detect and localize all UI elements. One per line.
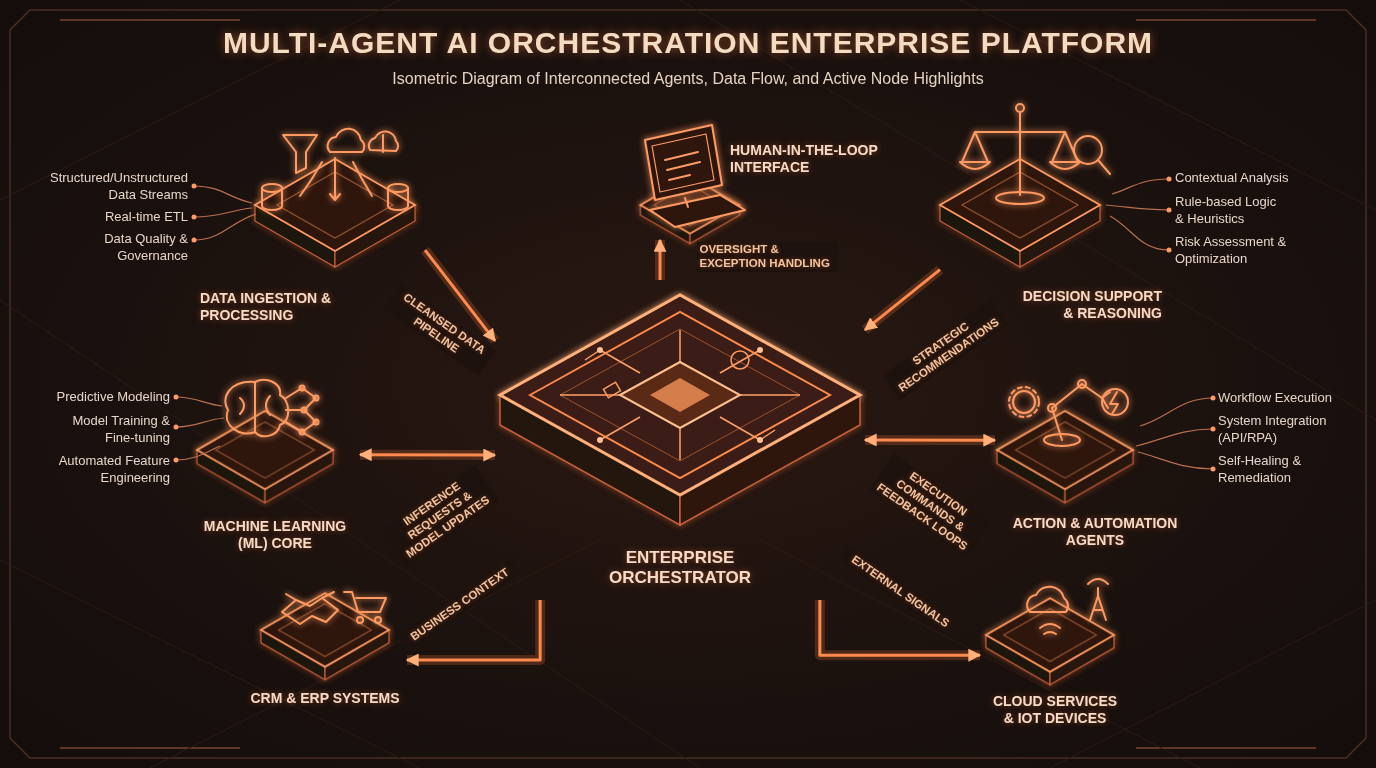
flow-connector (865, 270, 940, 330)
node-heading: DECISION SUPPORT & REASONING (1014, 288, 1162, 322)
agent-icons (225, 104, 1128, 634)
callout-text: Model Training & Fine-tuning (65, 413, 170, 446)
callout-text: Structured/Unstructured Data Streams (38, 170, 188, 203)
flow-connector (659, 240, 662, 280)
interface-node: HUMAN-IN-THE-LOOP INTERFACE (620, 130, 910, 240)
edge-label: EXTERNAL SIGNALS (840, 546, 960, 637)
callout-text: Contextual Analysis (1175, 170, 1305, 187)
connector-glow (360, 450, 495, 460)
agent-node: MACHINE LEARNING (ML) CORE (190, 365, 360, 560)
orchestrator-hub: ENTERPRISE ORCHESTRATOR (495, 280, 865, 600)
edge-label: STRATEGIC RECOMMENDATIONS (882, 300, 1007, 400)
agent-node: DECISION SUPPORT & REASONING (940, 135, 1165, 330)
flow-connector (360, 453, 495, 456)
node-heading: ACTION & AUTOMATION AGENTS (1000, 515, 1190, 549)
diagram-title: MULTI-AGENT AI ORCHESTRATION ENTERPRISE … (0, 26, 1376, 60)
node-heading: ENTERPRISE ORCHESTRATOR (570, 548, 790, 589)
edge-label: BUSINESS CONTEXT (400, 559, 520, 650)
node-heading: DATA INGESTION & PROCESSING (200, 290, 332, 324)
agent-node: ACTION & AUTOMATION AGENTS (995, 375, 1195, 551)
callout-text: Workflow Execution (1218, 390, 1348, 407)
callout-text: Predictive Modeling (40, 389, 170, 406)
connector-glow (655, 240, 665, 280)
system-node: CLOUD SERVICES & IOT DEVICES (980, 595, 1130, 735)
edge-label: OVERSIGHT & EXCEPTION HANDLING (697, 242, 838, 272)
callout-text: Self-Healing & Remediation (1218, 453, 1313, 486)
node-heading: MACHINE LEARNING (ML) CORE (193, 518, 357, 552)
leader-lines (176, 179, 1213, 469)
callout-text: Data Quality & Governance (88, 231, 188, 264)
callout-text: Rule-based Logic & Heuristics (1175, 194, 1281, 227)
callout-text: Real-time ETL (88, 209, 188, 226)
tile (261, 593, 389, 679)
leader-dots (174, 177, 1216, 472)
edge-label: INFERENCE REQUESTS & MODEL UPDATES (381, 465, 499, 566)
node-heading: CLOUD SERVICES & IOT DEVICES (989, 693, 1121, 727)
edge-label: EXECUTION COMMANDS & FEEDBACK LOOPS (869, 454, 991, 557)
callout-text: Risk Assessment & Optimization (1175, 234, 1293, 267)
frame (10, 10, 1366, 758)
connector-glow (865, 270, 940, 330)
node-heading: CRM & ERP SYSTEMS (245, 690, 405, 707)
callout-text: System Integration (API/RPA) (1218, 413, 1333, 446)
orchestrator-hub-art (500, 295, 860, 525)
agent-tiles (197, 159, 1133, 685)
subtitle: Isometric Diagram of Interconnected Agen… (0, 70, 1376, 88)
node-heading: HUMAN-IN-THE-LOOP INTERFACE (730, 142, 905, 176)
callout-text: Automated Feature Engineering (52, 453, 170, 486)
flow-connector (865, 439, 995, 442)
system-node: CRM & ERP SYSTEMS (245, 595, 407, 720)
edge-label: CLEANSED DATA PIPELINE (384, 284, 496, 375)
connector-glow (865, 435, 995, 445)
tile (997, 411, 1133, 503)
